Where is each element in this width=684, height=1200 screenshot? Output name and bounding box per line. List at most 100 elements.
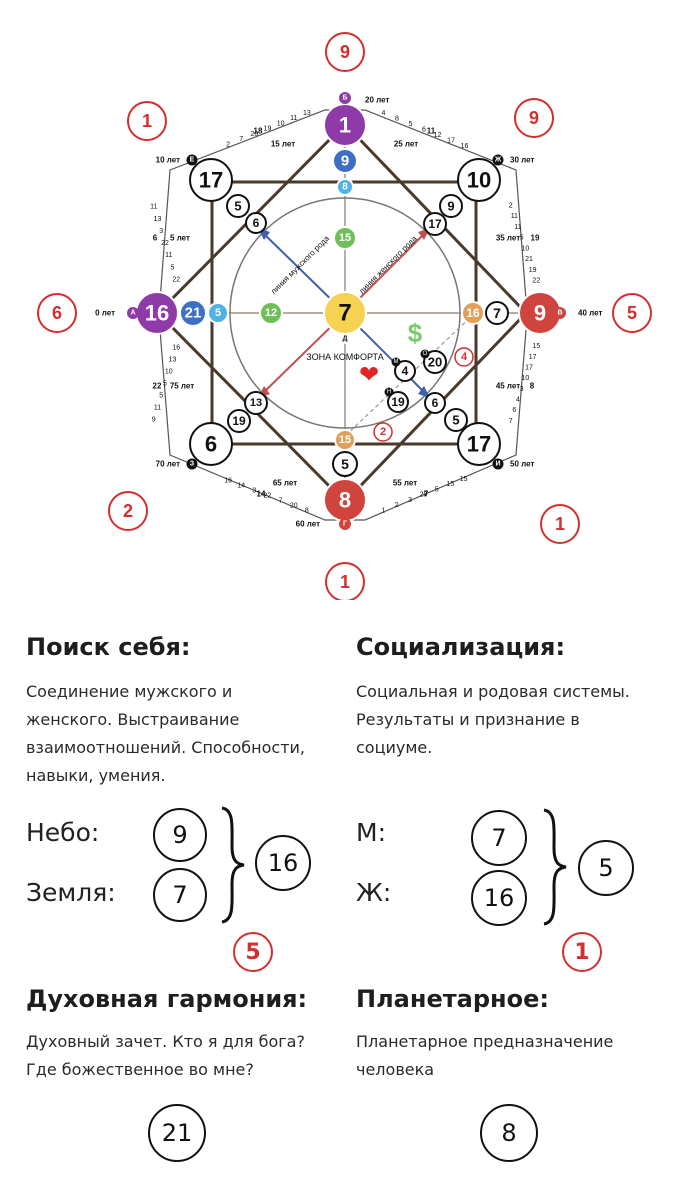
corner-node-value: 17 xyxy=(199,168,223,193)
age-bold-label: 45 лет xyxy=(496,382,520,391)
age-digit-bottom-right: 3 xyxy=(408,497,412,504)
age-bold-value: 7 xyxy=(424,490,429,499)
money-node-3-value: 19 xyxy=(391,395,405,409)
section-title-planetary: Планетарное: xyxy=(356,985,549,1013)
bottom-inner-1-value: 15 xyxy=(339,434,351,446)
diag-bl-2-value: 19 xyxy=(232,414,246,428)
bottom-inner-2-circle xyxy=(332,451,358,477)
age-digit-top-right: 16 xyxy=(461,143,469,150)
corner-node-circle xyxy=(457,158,501,202)
corner-letter-badge xyxy=(186,458,198,470)
age-digit-top-right: 5 xyxy=(409,121,413,128)
letter-badge xyxy=(339,518,351,530)
outer-red-value: 1 xyxy=(555,514,565,534)
section-desc-socialization: Социальная и родовая системы. Результаты… xyxy=(356,682,630,757)
outer-red-circle xyxy=(325,562,365,600)
outer-red-value: 6 xyxy=(52,303,62,323)
age-digit-top-left: 20 xyxy=(250,131,258,138)
letter-badge xyxy=(127,307,139,319)
age-digit-bottom-left: 20 xyxy=(290,503,298,510)
planetary-value: 8 xyxy=(480,1104,538,1162)
age-digit-left-top: 13 xyxy=(154,216,162,223)
section-desc-planetary: Планетарное предназначение человека xyxy=(356,1032,614,1079)
diag-br-1-value: 6 xyxy=(432,396,439,410)
red-small-1 xyxy=(454,347,474,367)
female-value: 16 xyxy=(471,870,527,926)
money-node-1-circle xyxy=(394,360,416,382)
red-small-1-value: 4 xyxy=(461,351,468,363)
age-bold-label: 55 лет xyxy=(393,479,417,488)
age-digit-top-left: 2 xyxy=(226,141,230,148)
outer-red-value: 1 xyxy=(142,111,152,131)
right-inner-2-circle xyxy=(485,301,509,325)
outer-red-circle xyxy=(514,98,554,138)
corner-letter-badge xyxy=(492,458,504,470)
age-bold-label: 25 лет xyxy=(394,140,418,149)
letter-badge-text: Г xyxy=(343,521,347,528)
age-digit-left-top: 11 xyxy=(150,204,157,211)
age-digit-left-bottom: 16 xyxy=(172,345,180,352)
age-digit-left-top: 11 xyxy=(165,252,172,259)
diag-br-2-circle xyxy=(444,408,468,432)
left-inner-1-value: 21 xyxy=(185,305,202,322)
male-female-brace xyxy=(543,808,567,926)
right-inner-1-circle xyxy=(461,301,485,325)
age-digit-left-bottom: 13 xyxy=(169,357,177,364)
diag-tr-1-value: 9 xyxy=(447,199,454,214)
age-digit-right-top: 11 xyxy=(511,213,518,220)
section-title-socialization: Социализация: xyxy=(356,633,566,661)
outer-red-value: 9 xyxy=(340,42,350,62)
top-inner-3-value: 15 xyxy=(339,232,351,244)
age-digit-right-bottom: 3 xyxy=(520,386,524,393)
male-female-result: 1 xyxy=(562,932,602,972)
spiritual-value: 21 xyxy=(148,1104,206,1162)
age-digit-right-top: 11 xyxy=(514,224,521,231)
age-digit-left-bottom: 10 xyxy=(165,369,173,376)
age-digit-left-top: 5 xyxy=(171,264,175,271)
left-inner-3-circle xyxy=(259,301,283,325)
age-digit-top-left: 10 xyxy=(277,120,285,127)
top-inner-1-circle xyxy=(332,148,358,174)
age-digit-bottom-left: 22 xyxy=(264,493,272,500)
money-letter-badge xyxy=(384,387,394,397)
age-digit-right-top: 10 xyxy=(521,245,529,252)
left-inner-2-value: 5 xyxy=(215,307,221,319)
age-label: 20 лет xyxy=(365,96,389,105)
age-digit-right-bottom: 7 xyxy=(509,418,513,425)
age-digit-right-bottom: 6 xyxy=(512,407,516,414)
corner-node-circle xyxy=(189,158,233,202)
age-digit-top-right: 17 xyxy=(447,138,455,145)
top-inner-2-circle xyxy=(336,178,354,196)
outer-red-circle xyxy=(108,491,148,531)
female-label: Ж: xyxy=(356,878,392,907)
money-node-1-value: 4 xyxy=(402,364,409,378)
age-bold-label: 5 лет xyxy=(170,234,190,243)
bottom-inner-1-circle xyxy=(334,429,356,451)
age-digit-top-left: 19 xyxy=(264,126,272,133)
age-bold-value: 19 xyxy=(531,234,540,243)
male-female-sum: 5 xyxy=(578,840,634,896)
age-digit-right-bottom: 10 xyxy=(521,375,529,382)
diag-tr-1-circle xyxy=(439,194,463,218)
money-node-3-circle xyxy=(387,391,409,413)
age-bold-label: 65 лет xyxy=(273,479,297,488)
age-bold-value: 14 xyxy=(257,490,266,499)
outer-red-circle xyxy=(127,101,167,141)
age-bold-label: 15 лет xyxy=(271,140,295,149)
age-digit-right-bottom: 15 xyxy=(532,343,540,350)
age-digit-top-left: 7 xyxy=(239,136,243,143)
diag-tl-1-circle xyxy=(226,194,250,218)
left-inner-1-circle xyxy=(179,299,207,327)
letter-badge-text: А xyxy=(130,310,135,317)
age-bold-value: 18 xyxy=(254,127,263,136)
age-bold-label: 75 лет xyxy=(170,382,194,391)
age-digit-right-top: 5 xyxy=(520,235,524,242)
money-node-2-circle xyxy=(423,350,447,374)
age-digit-left-bottom: 9 xyxy=(152,417,156,424)
age-digit-left-top: 3 xyxy=(159,228,163,235)
main-node-value: 16 xyxy=(145,301,169,326)
age-digit-right-bottom: 4 xyxy=(516,397,520,404)
center-letter-badge xyxy=(340,334,350,344)
age-digit-left-top: 22 xyxy=(161,240,169,247)
age-digit-bottom-right: 20 xyxy=(420,492,428,499)
